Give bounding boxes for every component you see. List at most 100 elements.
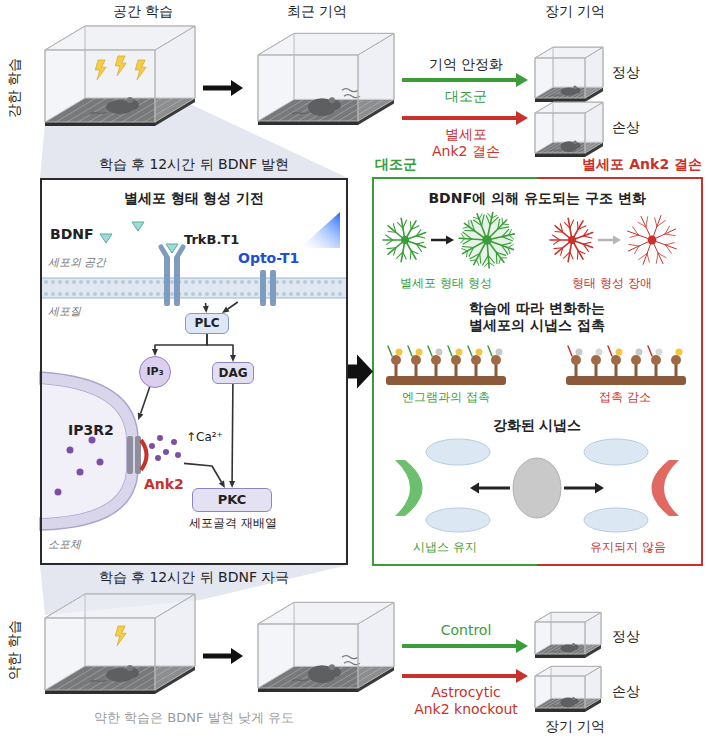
- label-text: 정상: [612, 64, 640, 81]
- bdnf-ligand: [132, 222, 144, 231]
- astro-branch: [501, 243, 510, 245]
- calcium-ion: [157, 435, 163, 441]
- astro-branch: [388, 231, 396, 233]
- receptor-bar: [270, 270, 276, 306]
- spine-neck: [395, 364, 398, 376]
- astro-branch: [499, 258, 501, 264]
- outcome-arrow-head: [516, 639, 528, 653]
- lipid-head: [254, 280, 258, 284]
- astro-branch: [656, 253, 658, 263]
- cage-base: [258, 121, 358, 125]
- lipid-head: [149, 292, 153, 296]
- connector: [203, 303, 209, 313]
- lipid-head: [79, 280, 83, 284]
- label-text: 장기 기억: [545, 3, 605, 20]
- astro-branch: [403, 220, 407, 228]
- bouton-pale: [584, 508, 648, 532]
- astro-branch: [508, 244, 513, 247]
- astro-branch: [488, 255, 494, 263]
- astro-process: [488, 346, 492, 356]
- plc-box: PLC: [185, 313, 229, 334]
- astro-branch: [555, 231, 563, 233]
- lipid-head: [107, 280, 111, 284]
- presynapse: [513, 458, 561, 518]
- astro-branch: [578, 250, 585, 253]
- astro-branch: [463, 227, 469, 229]
- astro-branch: [509, 230, 512, 236]
- outcome-arrow: [402, 674, 516, 678]
- lipid-head: [191, 280, 195, 284]
- astro-process: [608, 346, 612, 356]
- node-text: PLC: [194, 316, 219, 330]
- lipid-head: [310, 280, 314, 284]
- lipid-head: [142, 292, 146, 296]
- astro-branch: [509, 235, 514, 239]
- astro-branch: [570, 220, 574, 228]
- receptor-arm: [177, 247, 183, 257]
- lipid-head: [114, 280, 118, 284]
- lipid-head: [184, 280, 188, 284]
- panel-border: [537, 178, 702, 565]
- calcium-ion: [155, 455, 161, 461]
- cage-base: [258, 688, 358, 692]
- change-arrow-head: [446, 236, 454, 245]
- cage-glass: [535, 676, 585, 708]
- lipid-head: [331, 280, 335, 284]
- astro-branch: [564, 252, 570, 258]
- spine-head: [631, 355, 641, 365]
- label-text: 시냅스 유지: [413, 540, 477, 554]
- cage-glass: [535, 113, 585, 153]
- lipid-head: [310, 292, 314, 296]
- lipid-head: [254, 292, 258, 296]
- cage-lid: [535, 102, 603, 113]
- bouton-pale: [584, 439, 648, 465]
- node-text: 학습 후 12시간 뒤 BDNF 발현: [40, 156, 348, 173]
- membrane-edge: [42, 278, 346, 279]
- bouton: [456, 349, 463, 356]
- cage-lid: [535, 666, 601, 676]
- cage-glass: [258, 55, 358, 121]
- node-text: Ank2: [144, 476, 184, 493]
- ip3r2-channel-group: IP3R2Ank2: [66, 420, 184, 496]
- lipid-head: [226, 280, 230, 284]
- change-arrow-head: [613, 236, 621, 245]
- astro-branch: [461, 239, 465, 244]
- label-text: Astrocytic Ank2 knockout: [413, 684, 520, 718]
- label-text: Control: [441, 622, 492, 639]
- label-text: 별세포 Ank2 결손: [427, 126, 505, 160]
- connector: [138, 387, 150, 420]
- astro-branch: [387, 240, 393, 244]
- lipid-head: [303, 280, 307, 284]
- cage-glass: [45, 50, 155, 122]
- astro-branch: [470, 254, 480, 259]
- astro-branch: [501, 218, 503, 224]
- lipid-head: [79, 292, 83, 296]
- lipid-head: [219, 280, 223, 284]
- receptor-arm: [161, 247, 167, 257]
- astro-branch: [629, 244, 639, 246]
- lipid-head: [247, 280, 251, 284]
- membrane-edge: [42, 298, 346, 299]
- spine-neck: [635, 364, 638, 376]
- lipid-head: [338, 280, 342, 284]
- lipid-head: [219, 292, 223, 296]
- outcome-arrow: [402, 644, 516, 648]
- astro-branch: [634, 246, 639, 254]
- outcome-arrow-head: [516, 73, 528, 87]
- astro-soma: [648, 236, 657, 245]
- lipid-head: [212, 280, 216, 284]
- label-text: BDNF에 의해 유도되는 구조 변화: [428, 190, 645, 207]
- astro-branch: [462, 246, 473, 247]
- big-arrow: [348, 355, 373, 389]
- astro-branch: [489, 262, 494, 265]
- astro-branch: [570, 252, 573, 259]
- arrow-head: [138, 412, 144, 420]
- astro-branch: [630, 235, 639, 237]
- dendrite: [566, 376, 686, 385]
- lipid-head: [44, 292, 48, 296]
- astro-branch: [665, 243, 674, 245]
- astro-branch: [462, 249, 468, 251]
- ip3r2-channel: [127, 436, 133, 474]
- lipid-head: [233, 280, 237, 284]
- astro-branch: [657, 221, 665, 227]
